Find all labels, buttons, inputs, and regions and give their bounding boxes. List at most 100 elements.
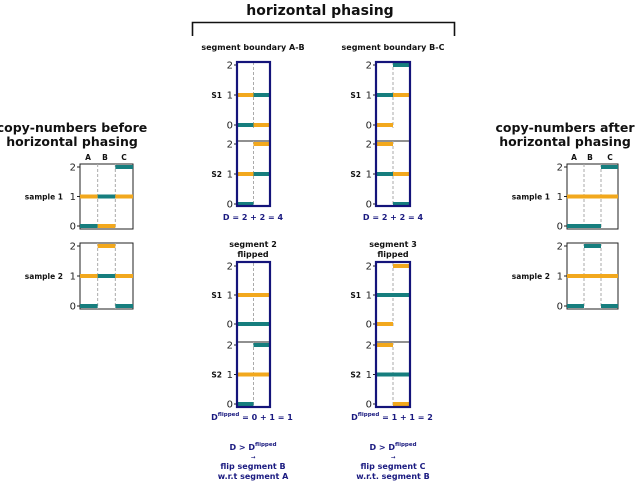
orange-allele-bar [393,264,410,268]
orange-allele-bar [253,123,270,127]
teal-allele-bar [237,322,254,326]
y-tick-label: 2 [227,61,233,72]
d-symbol: D [351,413,358,422]
sample-label: S2 [211,170,222,179]
orange-allele-bar [376,123,393,127]
flip3-conclusion-line2: flip segment C [360,462,425,471]
flip2-conclusion-line2: flip segment B [220,462,285,471]
orange-allele-bar [376,343,393,347]
teal-allele-bar [115,304,133,308]
orange-allele-bar [567,194,584,199]
teal-allele-bar [376,172,393,176]
y-tick-label: 2 [70,163,76,174]
orange-allele-bar [376,322,393,326]
y-tick-label: 0 [227,200,233,211]
y-tick-label: 1 [366,370,372,381]
teal-allele-bar [584,244,601,248]
orange-allele-bar [584,274,601,278]
y-tick-label: 0 [227,320,233,331]
sample-label: sample 1 [25,193,63,202]
teal-allele-bar [393,202,410,206]
comparison-superscript: flipped [395,442,417,448]
teal-allele-bar [237,402,254,406]
before-column-c: C [121,153,127,162]
teal-allele-bar [97,194,116,199]
d-symbol: D [211,413,218,422]
y-tick-label: 0 [366,400,372,411]
orange-allele-bar [393,172,410,176]
y-tick-label: 1 [557,192,563,203]
orange-allele-bar [97,224,116,228]
sample-label: S1 [350,91,361,100]
before-title-line2: horizontal phasing [6,134,138,149]
y-tick-label: 2 [227,140,233,151]
y-tick-label: 1 [227,170,233,181]
d-superscript: flipped [358,412,380,418]
y-tick-label: 0 [366,320,372,331]
y-tick-label: 2 [70,242,76,253]
orange-allele-bar [376,142,393,146]
orange-allele-bar [80,274,98,278]
sample-label: S1 [350,291,361,300]
teal-allele-bar [393,63,410,67]
comparison-text: D > D [369,443,395,452]
orange-allele-bar [237,93,254,97]
teal-allele-bar [253,93,270,97]
teal-allele-bar [253,343,270,347]
teal-allele-bar [376,372,393,377]
y-tick-label: 1 [227,370,233,381]
sample-label: S2 [350,170,361,179]
flip2-frame [235,260,272,409]
y-tick-label: 0 [70,302,76,313]
y-tick-label: 2 [366,140,372,151]
y-tick-label: 2 [366,262,372,273]
orange-allele-bar [97,244,116,248]
teal-allele-bar [253,172,270,176]
sample-label: S1 [211,91,222,100]
orange-allele-bar [601,194,618,199]
y-tick-label: 2 [366,61,372,72]
flip2-title-line1: segment 2 [229,240,277,249]
y-tick-label: 1 [366,170,372,181]
comparison-text: D > D [229,443,255,452]
d-superscript: flipped [218,412,240,418]
y-tick-label: 2 [557,163,563,174]
teal-allele-bar [80,224,98,228]
sample-label: S2 [211,371,222,380]
teal-allele-bar [376,93,393,97]
orange-allele-bar [80,194,98,199]
y-tick-label: 0 [366,121,372,132]
y-tick-label: 1 [557,272,563,283]
orange-allele-bar [115,274,133,278]
boundary_ab-frame [235,60,272,208]
after-title-line2: horizontal phasing [499,134,631,149]
orange-allele-bar [237,372,254,377]
sample-label: S1 [211,291,222,300]
teal-allele-bar [584,224,601,228]
teal-allele-bar [253,322,270,326]
y-tick-label: 0 [227,121,233,132]
y-tick-label: 1 [70,272,76,283]
after-column-a: A [571,153,577,162]
teal-allele-bar [601,165,618,169]
orange-allele-bar [253,372,270,377]
y-tick-label: 1 [227,291,233,302]
comparison-superscript: flipped [255,442,277,448]
after-column-b: B [587,153,593,162]
y-tick-label: 2 [227,262,233,273]
sample-label: sample 2 [512,272,550,281]
flip3-comparison: D > Dflipped [369,442,416,452]
flip2-title-line2: flipped [237,250,269,259]
before-title-line1: copy-numbers before [0,120,147,135]
teal-allele-bar [393,293,410,297]
orange-allele-bar [393,402,410,406]
teal-allele-bar [567,304,584,308]
teal-allele-bar [567,224,584,228]
flip3-title-line2: flipped [377,250,409,259]
orange-allele-bar [253,142,270,146]
boundary-bc-distance: D = 2 + 2 = 4 [363,213,424,222]
y-tick-label: 2 [366,341,372,352]
flip2-conclusion-line3: w.r.t segment A [218,472,289,481]
boundary_bc-frame [374,60,412,208]
y-tick-label: 1 [227,91,233,102]
